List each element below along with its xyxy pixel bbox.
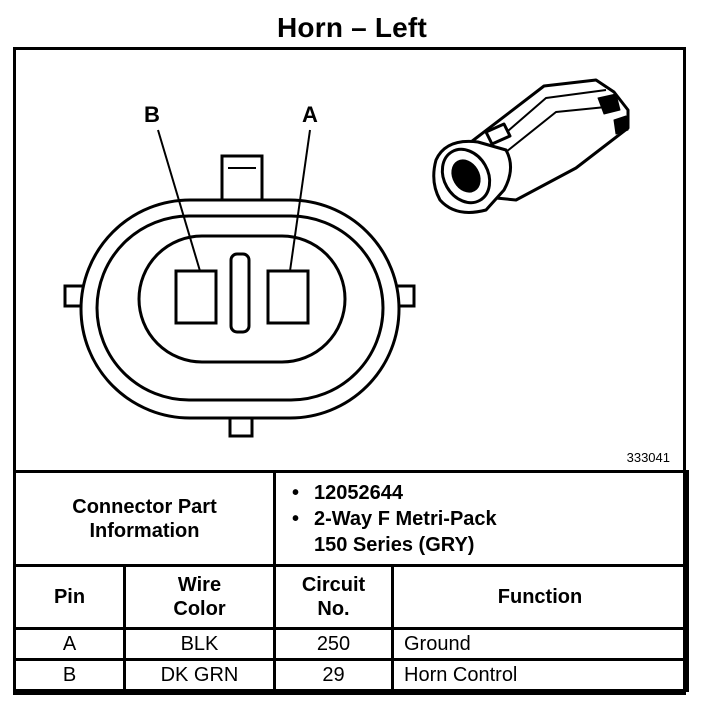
diagram-frame bbox=[13, 47, 686, 695]
header-circuit: Circuit No. bbox=[273, 564, 394, 630]
header-wire-color: Wire Color bbox=[123, 564, 276, 630]
header-wire-color-line2: Color bbox=[173, 598, 226, 620]
header-circuit-line2: No. bbox=[317, 598, 350, 620]
cell-wire-color: BLK bbox=[123, 627, 276, 661]
cell-pin: B bbox=[13, 658, 126, 692]
header-pin: Pin bbox=[13, 564, 126, 630]
connector-latch bbox=[220, 154, 264, 202]
connector-diagram: B A bbox=[63, 78, 630, 438]
table-row: A BLK 250 Ground bbox=[13, 627, 689, 661]
figure-id-label: 333041 bbox=[626, 450, 670, 465]
connector-center-key bbox=[229, 252, 251, 334]
pin-cavity-a bbox=[266, 269, 310, 325]
connector-3d-illustration bbox=[432, 78, 630, 214]
connector-info-label: Connector Part Information bbox=[13, 470, 276, 567]
connector-cavity bbox=[137, 234, 347, 364]
pin-cavity-b bbox=[174, 269, 218, 325]
connector-part-number: 12052644 bbox=[292, 480, 686, 506]
connector-table: Connector Part Information 12052644 2-Wa… bbox=[13, 470, 689, 692]
leader-line-b bbox=[157, 129, 201, 272]
connector-info-label-line1: Connector Part bbox=[72, 495, 217, 518]
header-wire-color-line1: Wire bbox=[177, 574, 222, 596]
table-header-row: Pin Wire Color Circuit No. Function bbox=[13, 564, 689, 630]
connector-type-line1: 2-Way F Metri-Pack bbox=[314, 507, 497, 530]
header-circuit-line1: Circuit bbox=[301, 574, 366, 596]
cell-wire-color: DK GRN bbox=[123, 658, 276, 692]
connector-type: 2-Way F Metri-Pack 150 Series (GRY) bbox=[292, 506, 686, 558]
connector-type-line2: 150 Series (GRY) bbox=[314, 533, 475, 556]
cell-circuit: 250 bbox=[273, 627, 394, 661]
pin-label-b: B bbox=[144, 102, 160, 127]
page-title: Horn – Left bbox=[277, 12, 427, 43]
connector-info-values: 12052644 2-Way F Metri-Pack 150 Series (… bbox=[273, 470, 689, 567]
connector-outer-shell bbox=[79, 198, 401, 420]
leader-line-a bbox=[289, 129, 311, 272]
cell-circuit: 29 bbox=[273, 658, 394, 692]
cell-function: Ground bbox=[391, 627, 689, 661]
header-function: Function bbox=[391, 564, 689, 630]
pin-label-a: A bbox=[302, 102, 318, 127]
connector-info-label-line2: Information bbox=[89, 519, 200, 542]
connector-inner-shell bbox=[95, 214, 385, 402]
connector-info-row: Connector Part Information 12052644 2-Wa… bbox=[13, 470, 689, 567]
table-row: B DK GRN 29 Horn Control bbox=[13, 658, 689, 692]
cell-pin: A bbox=[13, 627, 126, 661]
cell-function: Horn Control bbox=[391, 658, 689, 692]
